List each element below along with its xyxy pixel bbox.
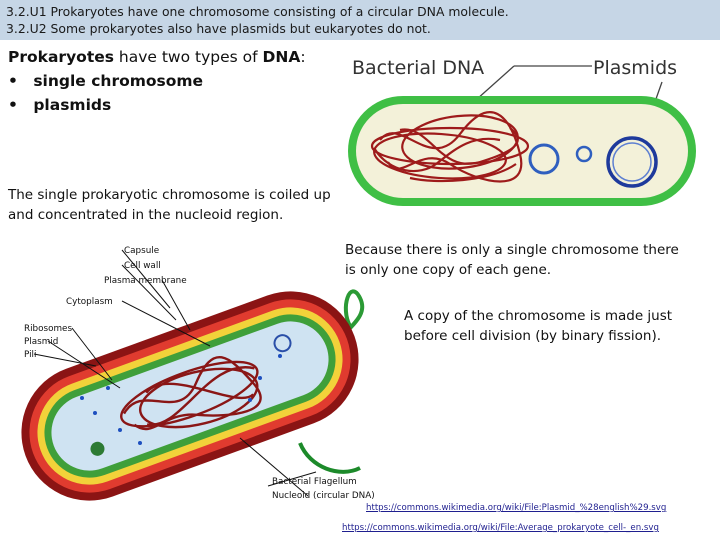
plasma-membrane-label: Plasma membrane xyxy=(104,276,187,286)
bacterial-dna-diagram: Bacterial DNA Plasmids xyxy=(340,44,710,214)
intro-colon: : xyxy=(300,48,305,66)
coiled-text: The single prokaryotic chromosome is coi… xyxy=(8,185,331,225)
plasmid-label: Plasmid xyxy=(24,337,58,347)
intro-term: Prokaryotes xyxy=(8,48,114,66)
gene-copy-line-1: Because there is only a single chromosom… xyxy=(345,240,679,260)
gene-copy-text: Because there is only a single chromosom… xyxy=(345,240,679,280)
flagellum-base xyxy=(300,443,360,472)
bullet-label: plasmids xyxy=(33,96,111,114)
intro-heading: Prokaryotes have two types of DNA: xyxy=(8,48,306,66)
pili-label: Pili xyxy=(24,350,36,360)
source-link-prokaryote[interactable]: https://commons.wikimedia.org/wiki/File:… xyxy=(342,523,659,533)
gene-copy-line-2: is only one copy of each gene. xyxy=(345,260,679,280)
source-link-plasmid[interactable]: https://commons.wikimedia.org/wiki/File:… xyxy=(366,503,666,513)
coiled-text-line-1: The single prokaryotic chromosome is coi… xyxy=(8,185,331,205)
flagellum-label: Bacterial Flagellum xyxy=(272,477,357,487)
cytoplasm-label: Cytoplasm xyxy=(66,297,113,307)
ribosomes-label: Ribosomes xyxy=(24,324,72,334)
binary-fission-line-1: A copy of the chromosome is made just xyxy=(404,306,672,326)
header-line-2: 3.2.U2 Some prokaryotes also have plasmi… xyxy=(6,21,431,36)
intro-rest: have two types of xyxy=(114,48,263,66)
bullet-label: single chromosome xyxy=(33,72,203,90)
intro-dna: DNA xyxy=(263,48,301,66)
capsule-label: Capsule xyxy=(124,246,159,256)
cell-wall-label: Cell wall xyxy=(124,261,161,271)
coiled-text-line-2: and concentrated in the nucleoid region. xyxy=(8,205,331,225)
binary-fission-text: A copy of the chromosome is made just be… xyxy=(404,306,672,346)
header-bar: 3.2.U1 Prokaryotes have one chromosome c… xyxy=(0,0,720,40)
bullet-item-plasmids: • plasmids xyxy=(8,96,111,114)
bullet-dot: • xyxy=(8,72,18,90)
prokaryote-cell-diagram: Capsule Cell wall Plasma membrane Cytopl… xyxy=(0,238,390,504)
bullet-dot: • xyxy=(8,96,18,114)
bacterial-dna-label: Bacterial DNA xyxy=(352,57,484,79)
binary-fission-line-2: before cell division (by binary fission)… xyxy=(404,326,672,346)
bullet-item-chromosome: • single chromosome xyxy=(8,72,203,90)
nucleoid-label: Nucleoid (circular DNA) xyxy=(272,491,375,501)
plasmids-label: Plasmids xyxy=(593,57,677,79)
header-line-1: 3.2.U1 Prokaryotes have one chromosome c… xyxy=(6,4,509,19)
